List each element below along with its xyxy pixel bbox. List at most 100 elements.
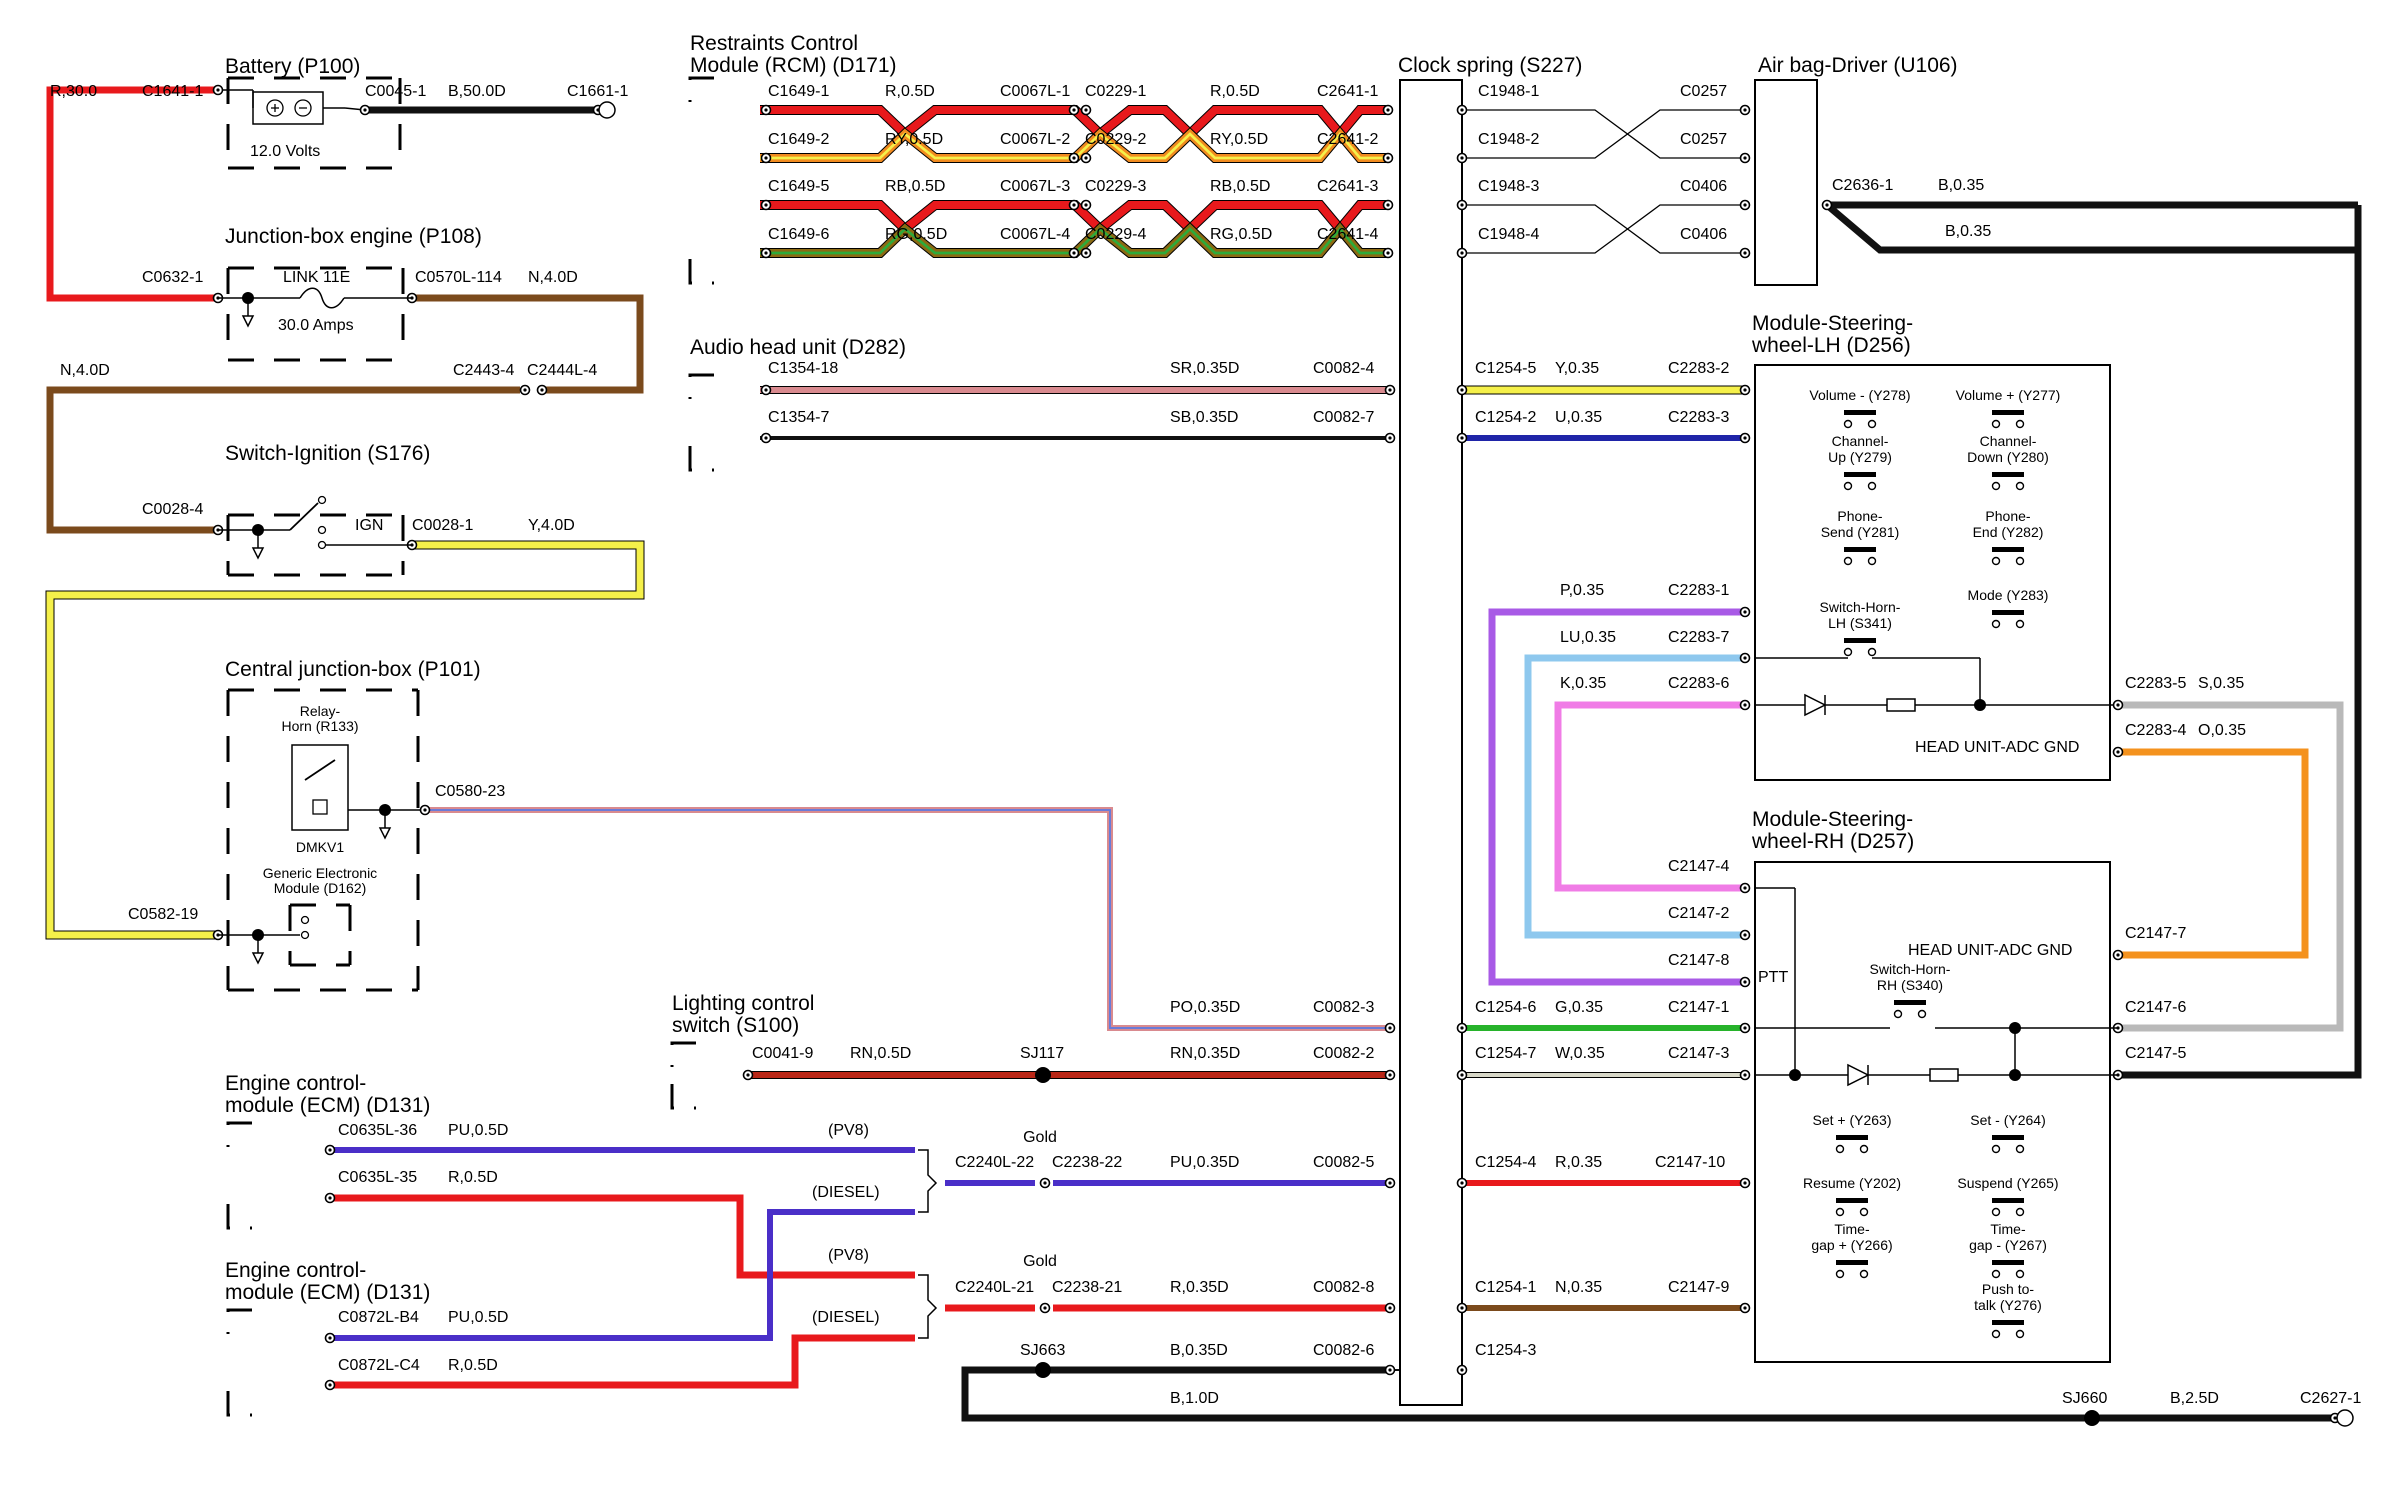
wire-label: RY,0.5D [1210,131,1268,148]
connector-label: C0082-4 [1313,360,1374,377]
terminal-dot [1386,108,1390,112]
wire-r-ecm2 [330,1334,915,1389]
connector-label: C2444L-4 [527,362,597,379]
switch-ptt-label: Push to- [1982,1281,2034,1297]
switch-set-plus-label: Set + (Y263) [1813,1112,1892,1128]
switch-set-minus-contact [1991,1144,2001,1154]
connector-label: C0582-19 [128,906,198,923]
connector-label: C2147-1 [1668,999,1729,1016]
ignition-contact [317,495,327,505]
twisted-pair [1462,109,1745,159]
switch-suspend-label: Suspend (Y265) [1957,1175,2058,1191]
jbox-title: Junction-box engine (P108) [225,225,482,248]
switch-suspend-bar [1992,1198,2024,1203]
switch-horn-lh-label: Switch-Horn- [1820,599,1901,615]
terminal-dot [1084,251,1088,255]
connector-label: C1661-1 [567,83,628,100]
fuse-label: LINK 11E [283,269,350,286]
gold-label: Gold [1023,1253,1057,1270]
relay-label: Relay- [300,703,341,719]
terminal-dot [1084,156,1088,160]
wire-label: PU,0.35D [1170,1154,1239,1171]
terminal-dot [764,156,768,160]
terminal-dot [746,1073,750,1077]
connector-label: C0570L-114 [415,269,502,286]
wire-lu035 [1524,654,1745,939]
switch-phone-send-contact [1867,556,1877,566]
terminal-dot [1043,1306,1047,1310]
clockspring-body [1399,79,1463,1406]
switch-gap-minus-label: Time- [1990,1221,2026,1237]
terminal-dot [764,388,768,392]
airbag-body [1754,79,1818,286]
switch-vol-plus-bar [1992,410,2024,415]
wire-label: SB,0.35D [1170,409,1238,426]
audio-title: Audio head unit (D282) [690,336,906,359]
terminal-dot [1072,108,1076,112]
terminal-dot [1460,251,1464,255]
switch-gap-minus-contact [1991,1269,2001,1279]
connector-label: C2283-1 [1668,582,1729,599]
relay-coil [312,799,328,815]
splice-dot [2009,1069,2021,1081]
terminal-dot [1388,1306,1392,1310]
battery-minus-icon [294,99,312,117]
switch-set-plus-contact [1859,1144,1869,1154]
ground-icon [378,827,392,840]
wire-o035 [2118,748,2309,959]
connector-label: C2147-9 [1668,1279,1729,1296]
ign-label: IGN [355,517,383,534]
switch-vol-plus-label: Volume + (Y277) [1956,387,2061,403]
switch-ch-down-contact [1991,481,2001,491]
connector-label: C0067L-2 [1000,131,1070,148]
connector-label: C0041-9 [752,1045,813,1062]
switch-phone-end-contact [1991,556,2001,566]
switch-resume-contact [1859,1207,1869,1217]
switch-gap-plus-contact [1859,1269,1869,1279]
terminal-dot [1743,1073,1747,1077]
wire-label: RN,0.5D [850,1045,911,1062]
wire-label: O,0.35 [2198,722,2246,739]
terminal-dot [328,1148,332,1152]
connector-label: C2238-22 [1052,1154,1122,1171]
terminal-dot [1743,108,1747,112]
wire-label: RB,0.5D [1210,178,1270,195]
ignition-contact [317,525,327,535]
terminal-dot [764,251,768,255]
components [212,76,2354,1427]
connector-label: C2240L-22 [955,1154,1034,1171]
gem-label: Generic Electronic [263,865,377,881]
ecm2-title: Engine control- [225,1259,366,1282]
head-unit-adc-rh: HEAD UNIT-ADC GND [1908,942,2072,959]
switch-suspend-contact [2015,1207,2025,1217]
terminal-dot [1460,1073,1464,1077]
connector-label: C0635L-35 [338,1169,417,1186]
terminal-dot [1460,156,1464,160]
switch-set-minus-contact [2015,1144,2025,1154]
gem-label: Module (D162) [274,880,367,896]
connector-label: C2147-5 [2125,1045,2186,1062]
wire-label: B,0.35 [1945,223,1991,240]
wire-label: P,0.35 [1560,582,1604,599]
swlh-title: Module-Steering- [1752,312,1913,335]
swrh-title: wheel-RH (D257) [1751,830,1914,853]
resistor-icon [1929,1068,1959,1082]
gem-contact [300,930,310,940]
junction-label: SJ660 [2062,1390,2107,1407]
wire-label: LU,0.35 [1560,629,1616,646]
switch-phone-send-label: Send (Y281) [1821,524,1900,540]
connector-label: C2147-2 [1668,905,1729,922]
connector-label: C1254-5 [1475,360,1536,377]
terminal-dot [1388,388,1392,392]
terminal-dot [1388,436,1392,440]
ecm1-bracket [226,1121,252,1230]
connector-label: C0082-5 [1313,1154,1374,1171]
terminal-dot [2333,1416,2337,1420]
connector-label: C0082-6 [1313,1342,1374,1359]
switch-ptt-contact [2015,1329,2025,1339]
ecm2-title: module (ECM) (D131) [225,1281,430,1304]
dmkv1-label: DMKV1 [296,839,344,855]
switch-horn-rh-label: Switch-Horn- [1870,961,1951,977]
connector-label: C1948-1 [1478,83,1539,100]
